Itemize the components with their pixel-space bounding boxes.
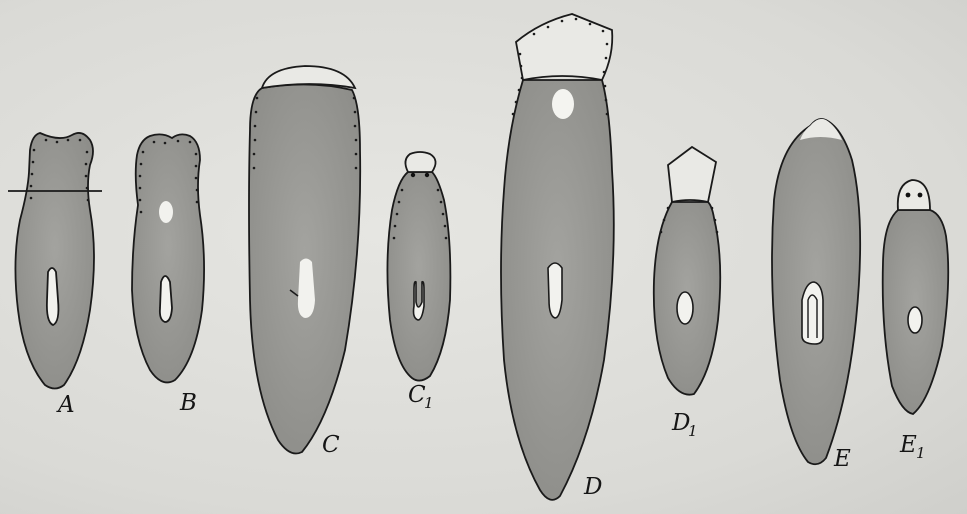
- specimen-B-pharynx: [160, 276, 172, 322]
- specimen-E-pale-head: [800, 119, 842, 140]
- label-B: B: [179, 390, 197, 416]
- label-D: D: [583, 474, 602, 500]
- specimen-E1-left-eyespot: [906, 193, 911, 198]
- label-E1: E: [899, 432, 917, 458]
- specimen-E1-head: [898, 180, 930, 210]
- specimen-D1-pharynx: [677, 292, 693, 324]
- label-E: E: [833, 446, 851, 472]
- specimen-E: E: [772, 119, 860, 472]
- label-C: C: [322, 432, 340, 458]
- specimen-E1: E 1: [883, 180, 949, 462]
- specimen-E-pharynx: [802, 282, 823, 344]
- specimen-C1-left-eyespot: [411, 173, 415, 177]
- specimen-D-pharynx: [548, 263, 562, 318]
- label-D1-subscript: 1: [688, 422, 698, 440]
- specimen-E-pharynx-sheath: [802, 282, 823, 344]
- specimen-C1-head: [405, 152, 435, 172]
- specimen-B-body: [132, 134, 204, 382]
- label-C1-subscript: 1: [424, 394, 434, 412]
- label-A: A: [56, 392, 75, 418]
- specimen-E1-pharynx: [908, 307, 922, 333]
- specimen-A-pharynx: [47, 268, 59, 325]
- specimen-D1: D 1: [654, 147, 720, 440]
- label-E1-subscript: 1: [916, 444, 926, 462]
- specimen-B: B: [132, 134, 204, 416]
- specimen-C1: C 1: [387, 152, 450, 412]
- specimen-C1-right-eyespot: [425, 173, 429, 177]
- specimen-A-body: [15, 133, 94, 389]
- specimen-B-pale-spot: [159, 201, 173, 223]
- specimen-D-pale-spot: [552, 89, 574, 119]
- specimen-A: A: [8, 133, 102, 418]
- specimen-C: C: [249, 66, 360, 458]
- specimen-C-regenerating-cap: [262, 66, 355, 88]
- specimen-D1-regenerating-head: [668, 147, 716, 202]
- specimen-E1-right-eyespot: [918, 193, 923, 198]
- specimen-D-regenerating-head: [516, 14, 612, 80]
- specimen-D: D: [501, 14, 614, 500]
